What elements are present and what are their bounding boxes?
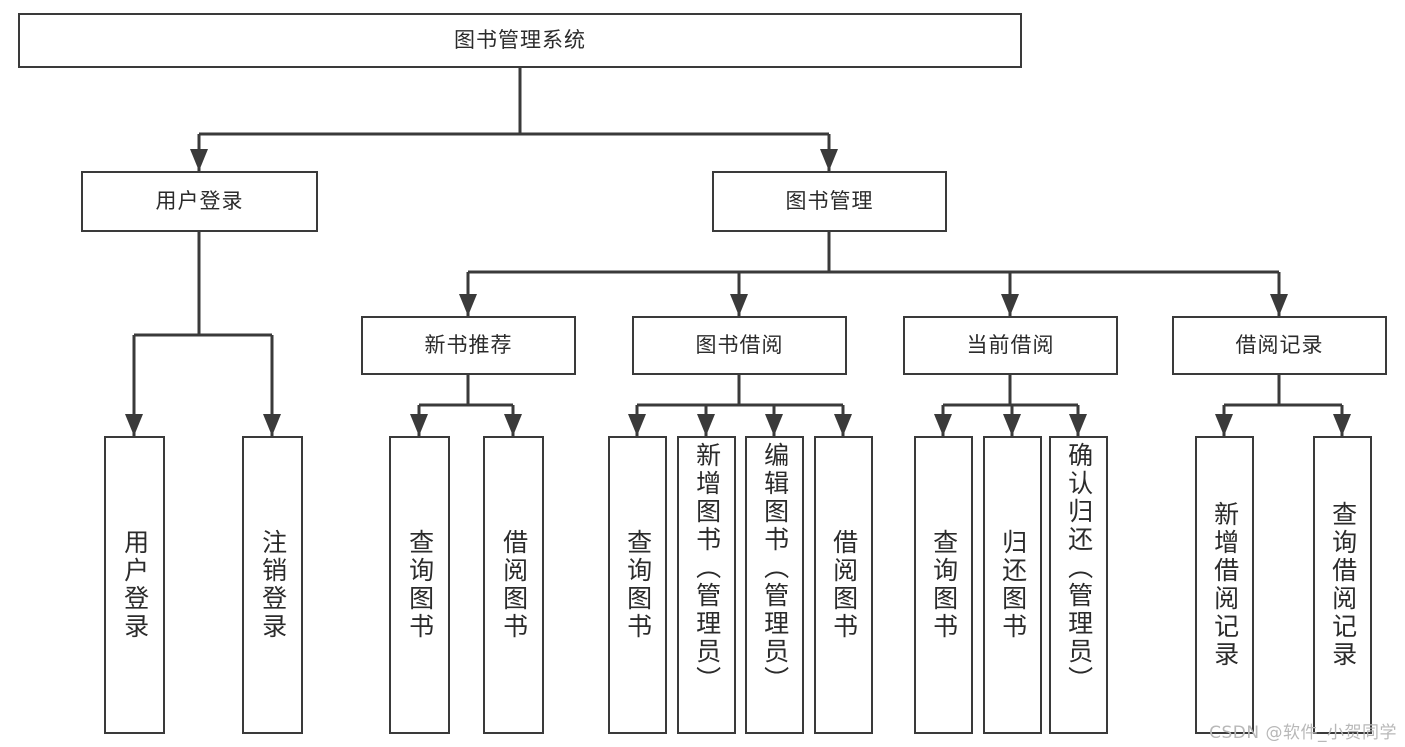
node-label: 注销登录	[258, 529, 288, 641]
node-leaf-query-book-2[interactable]: 查询图书	[608, 436, 667, 734]
node-label: 借阅图书	[829, 529, 859, 641]
node-current-borrow[interactable]: 当前借阅	[903, 316, 1118, 375]
node-label: 归还图书	[998, 529, 1028, 641]
node-label: 查询图书	[623, 529, 653, 641]
node-new-book-recommend[interactable]: 新书推荐	[361, 316, 576, 375]
node-label: 查询图书	[929, 529, 959, 641]
node-leaf-return-book[interactable]: 归还图书	[983, 436, 1042, 734]
node-leaf-confirm-return[interactable]: 确认归还（管理员）	[1049, 436, 1108, 734]
node-label: 借阅记录	[1235, 332, 1324, 357]
node-leaf-user-login[interactable]: 用户登录	[104, 436, 165, 734]
node-label: 图书管理系统	[454, 27, 586, 52]
csdn-watermark: CSDN @软件_小贺同学	[1209, 723, 1397, 743]
node-book-borrow[interactable]: 图书借阅	[632, 316, 847, 375]
node-label: 新增借阅记录	[1210, 501, 1240, 669]
node-label: 借阅图书	[499, 529, 529, 641]
node-leaf-query-book-3[interactable]: 查询图书	[914, 436, 973, 734]
node-label: 图书借阅	[695, 332, 784, 357]
node-borrow-record[interactable]: 借阅记录	[1172, 316, 1387, 375]
node-label: 图书管理	[785, 188, 874, 213]
node-leaf-borrow-book-2[interactable]: 借阅图书	[814, 436, 873, 734]
node-label: 编辑图书（管理员）	[760, 442, 790, 694]
node-root[interactable]: 图书管理系统	[18, 13, 1022, 68]
node-label: 新书推荐	[424, 332, 513, 357]
node-leaf-add-record[interactable]: 新增借阅记录	[1195, 436, 1254, 734]
node-leaf-add-book[interactable]: 新增图书（管理员）	[677, 436, 736, 734]
node-label: 新增图书（管理员）	[692, 442, 722, 694]
node-user-login[interactable]: 用户登录	[81, 171, 318, 232]
node-label: 当前借阅	[966, 332, 1055, 357]
node-leaf-borrow-book-1[interactable]: 借阅图书	[483, 436, 544, 734]
node-label: 用户登录	[120, 529, 150, 641]
node-leaf-query-book-1[interactable]: 查询图书	[389, 436, 450, 734]
node-label: 查询借阅记录	[1328, 501, 1358, 669]
node-label: 确认归还（管理员）	[1064, 442, 1094, 694]
node-label: 用户登录	[155, 188, 244, 213]
node-label: 查询图书	[405, 529, 435, 641]
node-leaf-edit-book[interactable]: 编辑图书（管理员）	[745, 436, 804, 734]
node-leaf-logout[interactable]: 注销登录	[242, 436, 303, 734]
node-leaf-query-record[interactable]: 查询借阅记录	[1313, 436, 1372, 734]
node-book-manage[interactable]: 图书管理	[712, 171, 947, 232]
